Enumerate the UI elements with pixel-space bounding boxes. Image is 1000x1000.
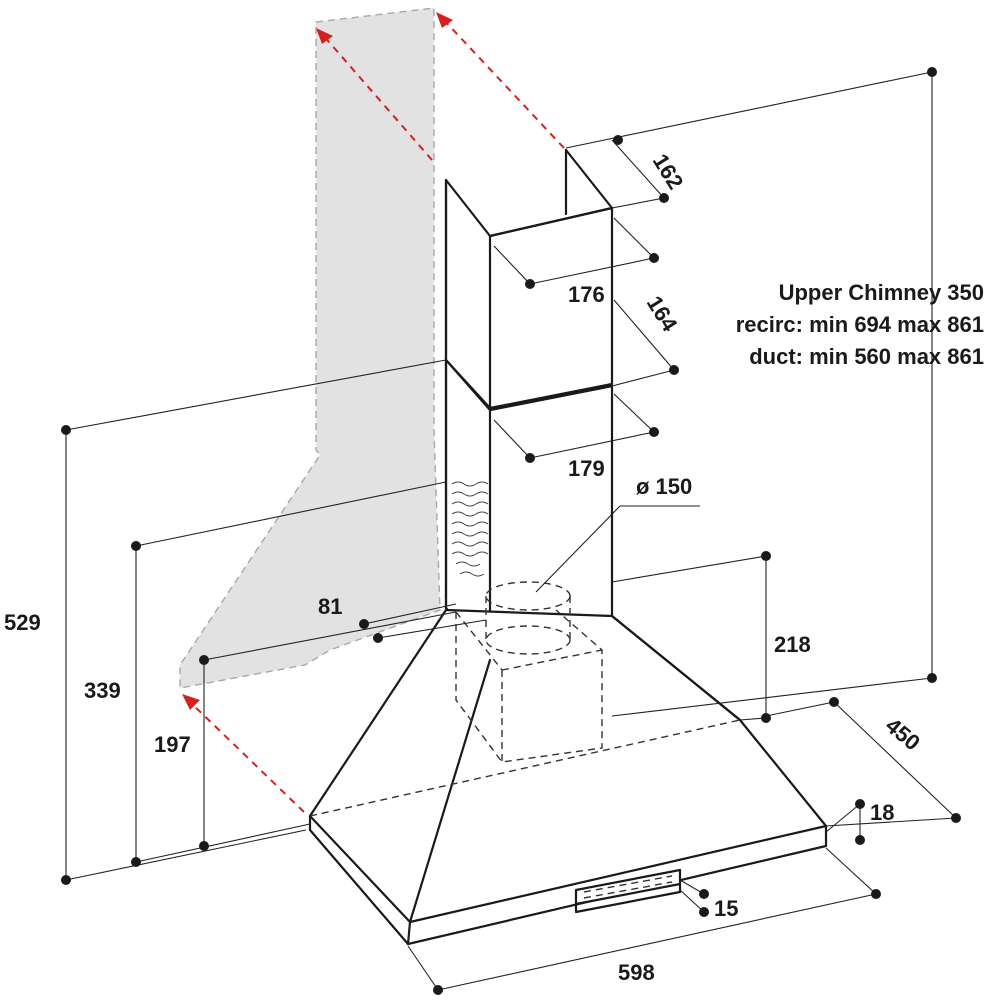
label-179: 179: [568, 456, 605, 481]
label-197: 197: [154, 732, 191, 757]
label-164: 164: [642, 291, 683, 336]
label-176: 176: [568, 282, 605, 307]
note-upper-chimney: Upper Chimney 350: [779, 280, 984, 305]
note-duct: duct: min 560 max 861: [749, 344, 984, 369]
note-recirc: recirc: min 694 max 861: [736, 312, 984, 337]
label-diameter-150: ø 150: [636, 474, 692, 499]
dimension-dots: [61, 67, 961, 995]
label-218: 218: [774, 632, 811, 657]
chimney-note: Upper Chimney 350 recirc: min 694 max 86…: [736, 280, 984, 369]
label-450: 450: [881, 713, 925, 756]
dimension-labels: 162 176 164 179 ø 150 81 218 450 18 15 5…: [4, 149, 925, 985]
label-598: 598: [618, 960, 655, 985]
label-18: 18: [870, 800, 894, 825]
wall-outline: [179, 7, 441, 689]
installation-arrows: [182, 12, 565, 813]
label-81: 81: [318, 594, 342, 619]
label-339: 339: [84, 678, 121, 703]
upper-chimney: [444, 148, 614, 410]
internal-hidden-parts: [455, 581, 603, 763]
label-529: 529: [4, 610, 41, 635]
hood-canopy: [308, 608, 828, 946]
vent-grille: [451, 481, 489, 577]
dimension-lines: [65, 71, 957, 991]
label-15: 15: [714, 896, 738, 921]
